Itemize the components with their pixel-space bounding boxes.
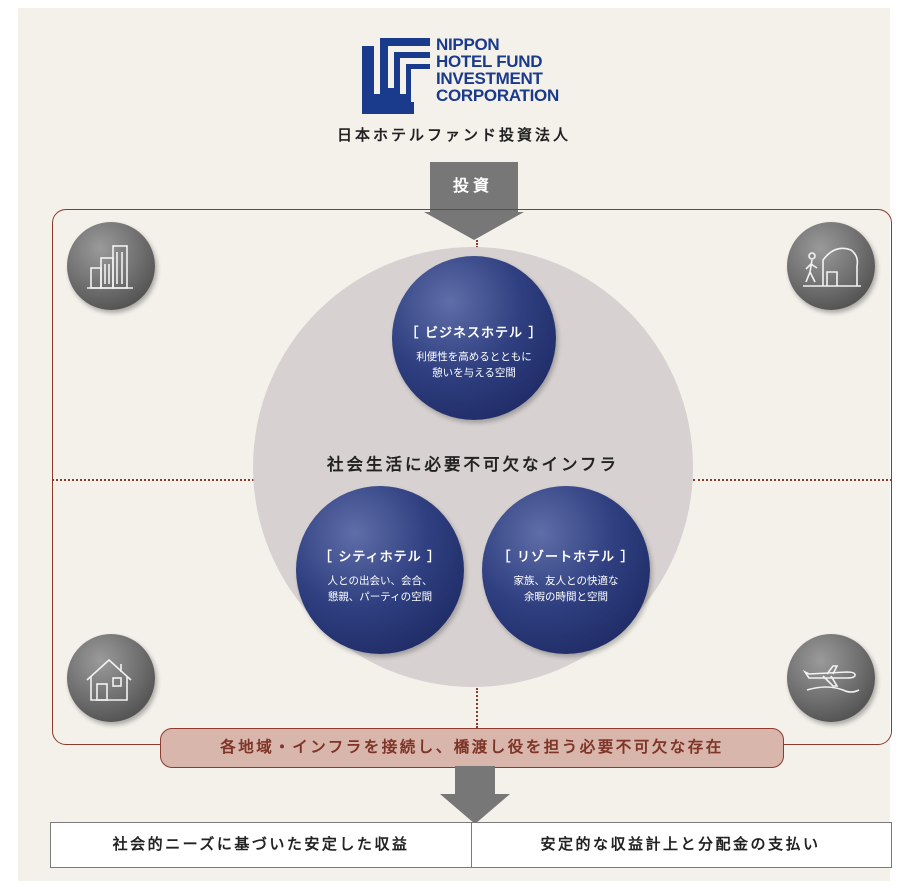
hotel-title: ［ ビジネスホテル ］ — [405, 326, 543, 341]
walking-person-building-icon — [787, 222, 875, 310]
hotel-description: 人との出会い、会合、 懇親、パーティの空間 — [296, 573, 464, 605]
nhf-logo-mark — [362, 38, 430, 114]
company-japanese-name: 日本ホテルファンド投資法人 — [336, 126, 571, 144]
dotted-line-bottom — [476, 688, 478, 728]
hotel-description: 利便性を高めるとともに 憩いを与える空間 — [392, 349, 556, 381]
logo-line: HOTEL FUND — [436, 52, 543, 71]
logo-line: NIPPON — [436, 35, 500, 54]
dotted-line-right — [693, 479, 892, 481]
hotel-title: ［ リゾートホテル ］ — [497, 550, 635, 565]
outcome-right: 安定的な収益計上と分配金の支払い — [540, 835, 821, 853]
city-hotel-circle: ［ シティホテル ］ 人との出会い、会合、 懇親、パーティの空間 — [296, 486, 464, 654]
hotel-desc-line: 憩いを与える空間 — [432, 367, 516, 379]
outcome-arrow — [440, 766, 510, 824]
hotel-title: ［ シティホテル ］ — [318, 550, 442, 565]
hotel-desc-line: 懇親、パーティの空間 — [327, 591, 433, 603]
infrastructure-label: 社会生活に必要不可欠なインフラ — [326, 455, 619, 474]
hotel-desc-line: 余暇の時間と空間 — [524, 591, 608, 603]
invest-arrow — [424, 162, 524, 240]
hotel-desc-line: 家族、友人との快適な — [513, 575, 619, 587]
outcomes-divider — [471, 823, 472, 867]
connection-banner: 各地域・インフラを接続し、橋渡し役を担う必要不可欠な存在 — [160, 728, 784, 768]
dotted-line-top — [476, 240, 478, 248]
outcome-left: 社会的ニーズに基づいた安定した収益 — [112, 835, 410, 853]
house-icon — [67, 634, 155, 722]
resort-hotel-circle: ［ リゾートホテル ］ 家族、友人との快適な 余暇の時間と空間 — [482, 486, 650, 654]
office-buildings-icon — [67, 222, 155, 310]
invest-label: 投資 — [452, 176, 493, 195]
logo-wordmark: NIPPON HOTEL FUND INVESTMENT CORPORATION — [436, 36, 559, 104]
logo-line: INVESTMENT — [436, 69, 543, 88]
business-hotel-circle: ［ ビジネスホテル ］ 利便性を高めるとともに 憩いを与える空間 — [392, 256, 556, 420]
dotted-line-left — [52, 479, 254, 481]
airplane-icon — [787, 634, 875, 722]
logo-line: CORPORATION — [436, 86, 559, 105]
outcomes-box: 社会的ニーズに基づいた安定した収益 安定的な収益計上と分配金の支払い — [50, 822, 892, 868]
hotel-description: 家族、友人との快適な 余暇の時間と空間 — [482, 573, 650, 605]
hotel-desc-line: 利便性を高めるとともに — [416, 351, 532, 363]
hotel-desc-line: 人との出会い、会合、 — [327, 575, 433, 587]
